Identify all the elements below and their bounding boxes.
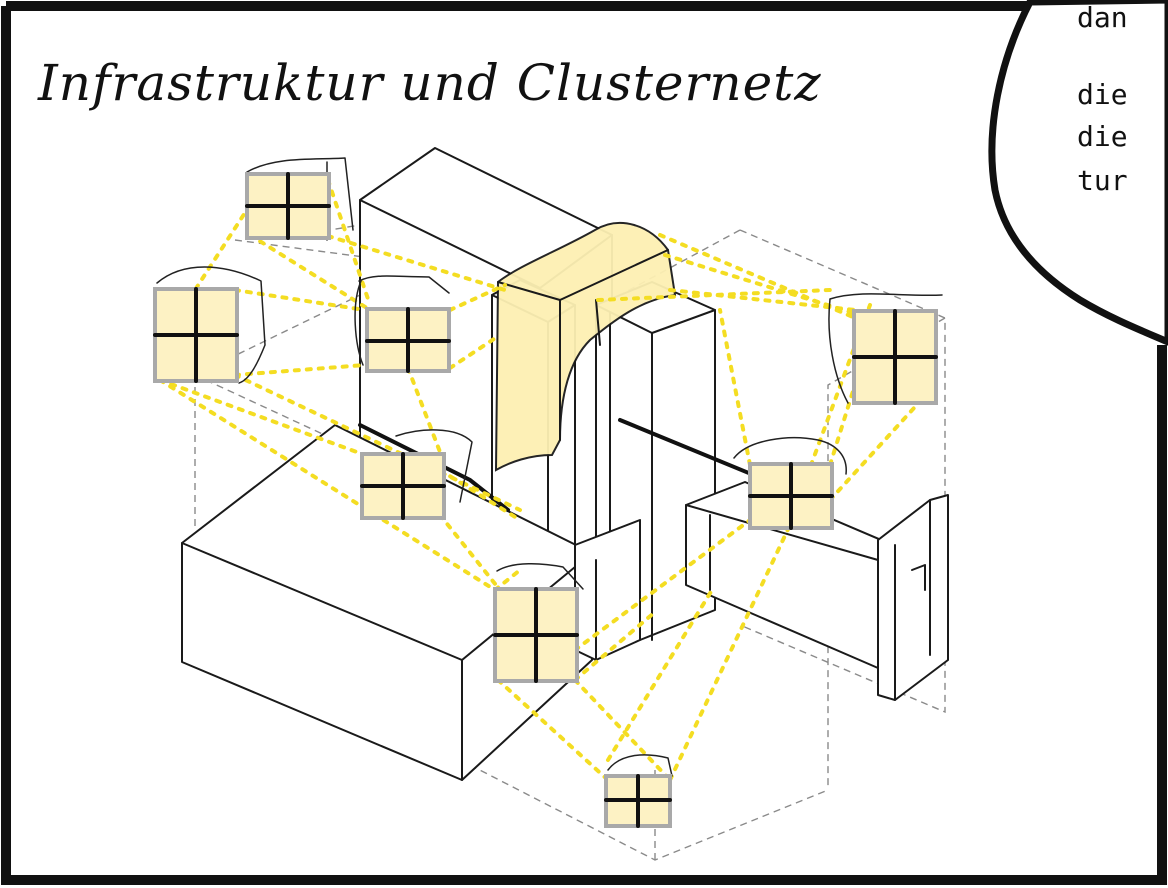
window-node-2 [153,266,266,384]
door-frame [877,494,949,701]
speech-bubble [988,0,1168,346]
diagram-title: Infrastruktur und Clusternetz [37,54,822,112]
duct-highlight [494,221,677,472]
bubble-line-4: tur [1077,164,1128,197]
window-node-7 [493,562,584,683]
bubble-line-2: die [1077,78,1128,111]
window-node-3 [354,275,451,373]
window-node-8 [604,754,673,828]
bubble-line-1: dan [1077,1,1128,34]
connector-block [574,519,641,661]
window-node-6 [733,437,847,530]
bubble-line-3: die [1077,120,1128,153]
window-node-5 [360,429,473,520]
window-node-1 [245,157,354,241]
window-node-4 [828,293,943,405]
